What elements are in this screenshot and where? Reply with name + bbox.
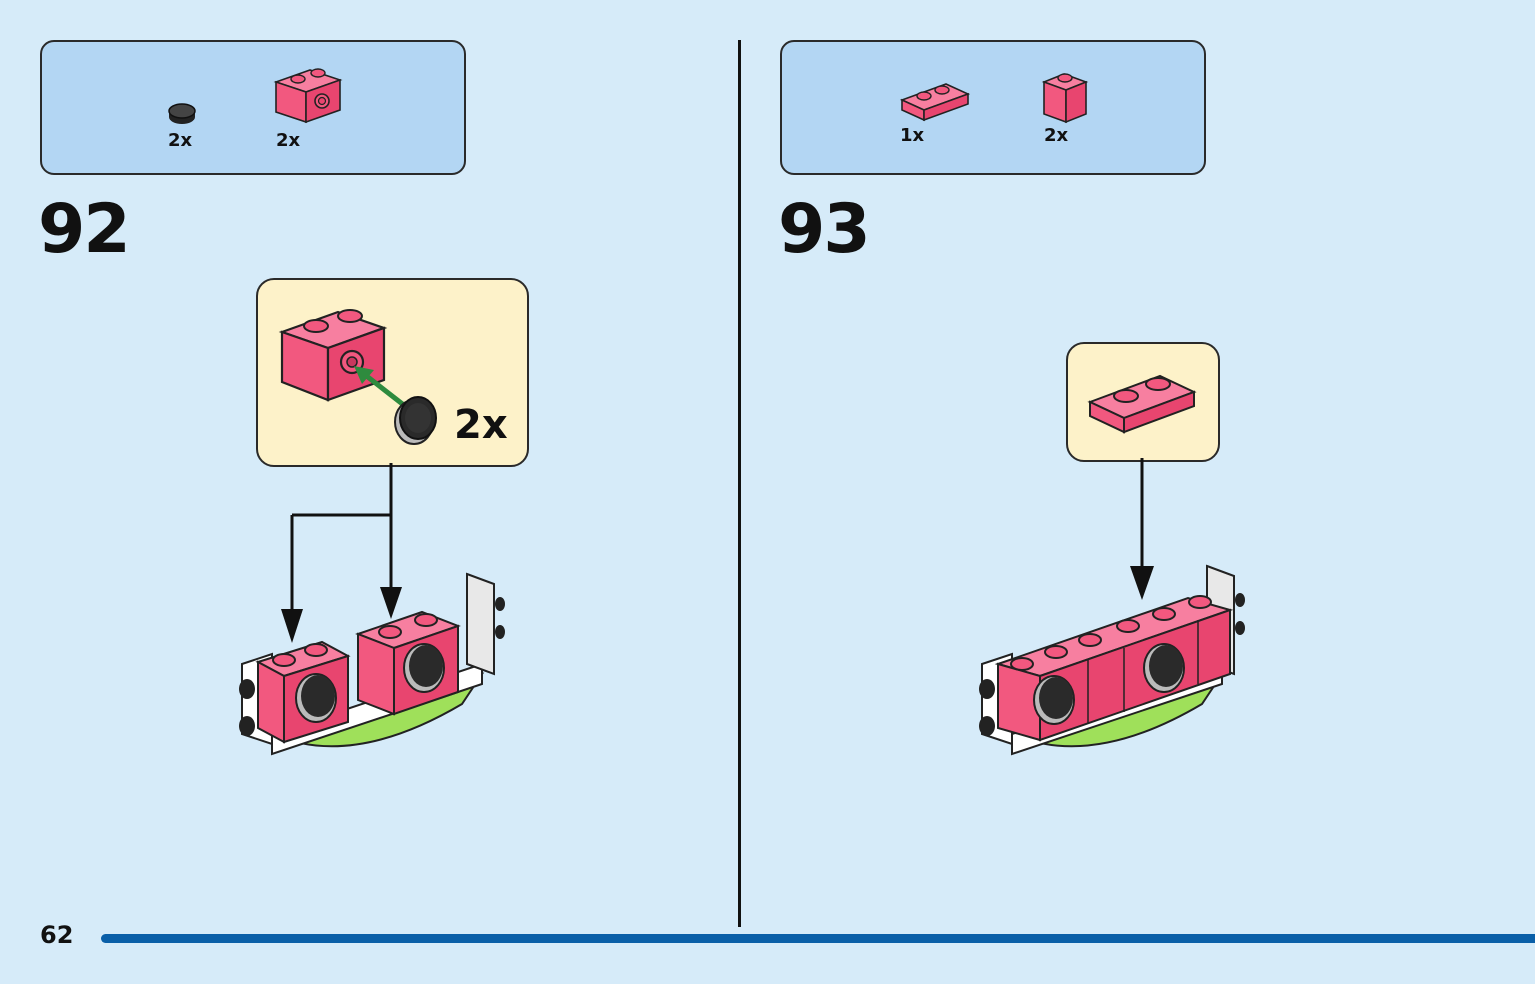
page-divider	[738, 40, 741, 927]
green-insert-arrow-icon	[354, 366, 407, 408]
part-qty: 2x	[168, 130, 193, 151]
pink-technic-brick-icon	[278, 309, 388, 402]
parts-box-step-93: 1x 2x	[780, 40, 1206, 175]
black-round-tile-icon	[394, 396, 437, 445]
assembly-arrow	[1130, 458, 1154, 600]
model-assembly-step-93	[979, 564, 1245, 756]
black-round-tile-icon	[168, 103, 196, 124]
step-number: 93	[778, 190, 871, 269]
part-qty: 1x	[900, 125, 925, 146]
footer-bar	[101, 934, 1535, 943]
model-assembly-step-92	[239, 572, 505, 756]
step-number: 92	[38, 190, 131, 269]
callout-qty: 2x	[454, 402, 508, 448]
pink-plate-1x2-icon	[899, 83, 971, 122]
part-qty: 2x	[276, 130, 301, 151]
pink-plate-1x2-icon	[1087, 374, 1197, 434]
callout-box: 2x	[256, 278, 529, 467]
pink-technic-brick-icon	[273, 68, 343, 124]
assembly-arrows	[281, 463, 402, 643]
pink-brick-1x1-icon	[1041, 73, 1089, 124]
page-number: 62	[40, 921, 74, 949]
callout-box	[1066, 342, 1220, 462]
parts-box-step-92: 2x 2x	[40, 40, 466, 175]
part-qty: 2x	[1044, 125, 1069, 146]
